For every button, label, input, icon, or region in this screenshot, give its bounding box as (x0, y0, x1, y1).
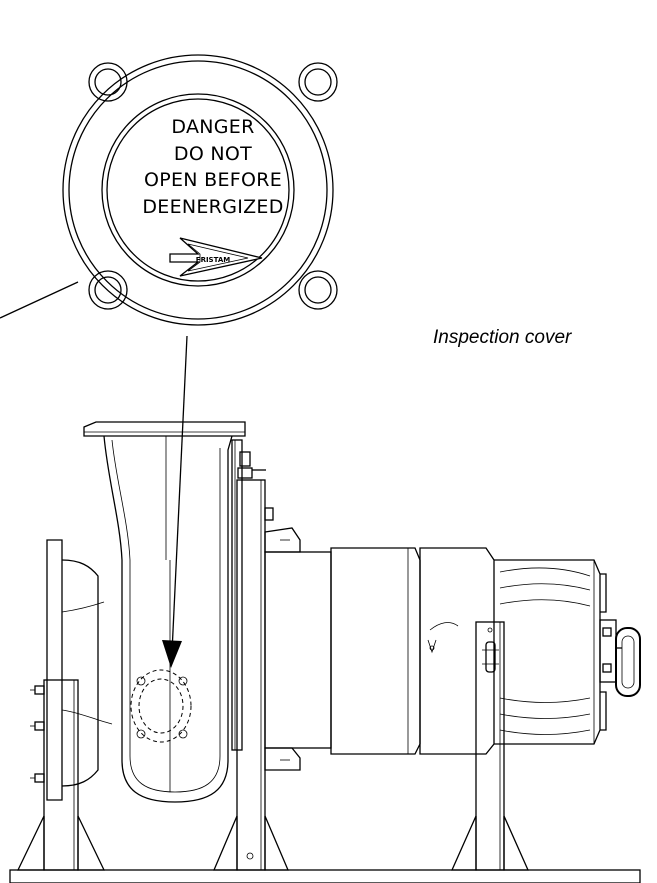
warning-line-1: DANGER (171, 116, 254, 138)
cover-center-plate-inner (106, 98, 290, 282)
cover-outer-rim-inner (68, 60, 328, 320)
top-bolt (237, 451, 266, 479)
volute-casing (103, 435, 233, 803)
pointer-line (171, 335, 188, 653)
inspection-cover-detail: DANGER DO NOT OPEN BEFORE DEENERGIZED FR… (62, 54, 338, 326)
logo-arrow-icon: FRISTAM (169, 237, 263, 277)
inlet-flange (46, 539, 63, 801)
cover-outer-rim (62, 54, 334, 326)
right-support-leg (450, 621, 530, 871)
warning-line-4: DEENERGIZED (142, 196, 283, 218)
pump-assembly (9, 421, 641, 883)
lifting-handle (599, 619, 641, 697)
cover-leader-line (0, 281, 79, 319)
inspection-port (130, 669, 192, 743)
coupling-lantern (264, 527, 332, 771)
motor-body (330, 547, 495, 755)
cover-bolt-top-right (298, 62, 338, 102)
cover-bolt-bottom-left (88, 270, 128, 310)
center-support-leg (213, 479, 289, 871)
inspection-cover-caption: Inspection cover (433, 327, 572, 348)
warning-line-3: OPEN BEFORE (144, 169, 282, 191)
warning-line-2: DO NOT (174, 143, 252, 165)
cover-center-plate (101, 93, 295, 287)
pointer-arrowhead-icon (162, 640, 182, 668)
outlet-flange (83, 421, 246, 437)
cover-bolt-bottom-right (298, 270, 338, 310)
left-support-leg (16, 679, 106, 871)
logo-text: FRISTAM (196, 256, 230, 264)
base-frame (9, 869, 641, 883)
motor-fan-cover (494, 559, 607, 745)
cover-bolt-top-left (88, 62, 128, 102)
